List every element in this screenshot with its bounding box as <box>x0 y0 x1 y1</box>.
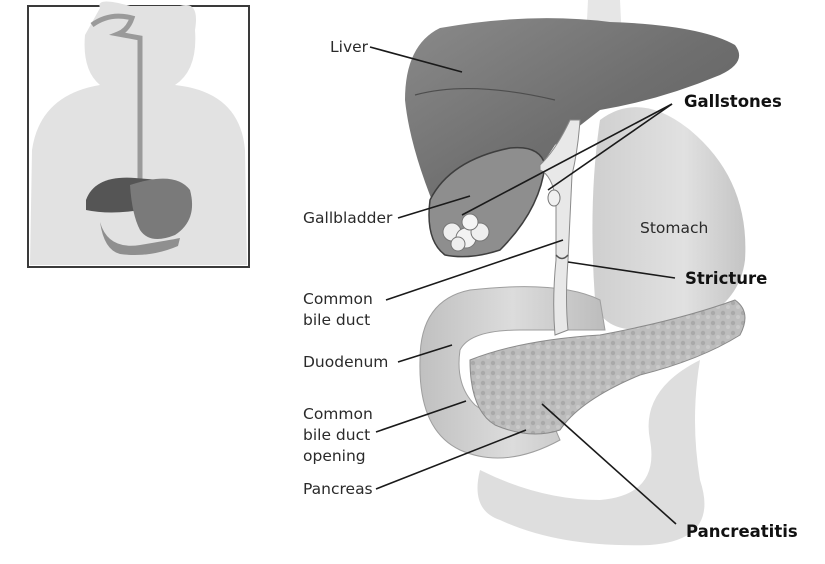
label-duct-opening-line1: Common <box>303 404 373 425</box>
label-common-bile-duct-opening: Common bile duct opening <box>303 404 373 467</box>
label-duct-opening-line3: opening <box>303 446 373 467</box>
label-stomach: Stomach <box>640 218 708 239</box>
label-common-bile-duct-line2: bile duct <box>303 310 373 331</box>
label-pancreatitis: Pancreatitis <box>686 521 798 542</box>
label-gallbladder: Gallbladder <box>303 208 392 229</box>
inset-body-diagram <box>28 1 249 267</box>
label-common-bile-duct: Common bile duct <box>303 289 373 331</box>
label-duct-opening-line2: bile duct <box>303 425 373 446</box>
label-duodenum: Duodenum <box>303 352 388 373</box>
label-pancreas: Pancreas <box>303 479 373 500</box>
label-common-bile-duct-line1: Common <box>303 289 373 310</box>
label-stricture: Stricture <box>685 268 767 289</box>
label-gallstones: Gallstones <box>684 91 782 112</box>
label-liver: Liver <box>330 37 368 58</box>
duct-stone <box>548 190 560 206</box>
